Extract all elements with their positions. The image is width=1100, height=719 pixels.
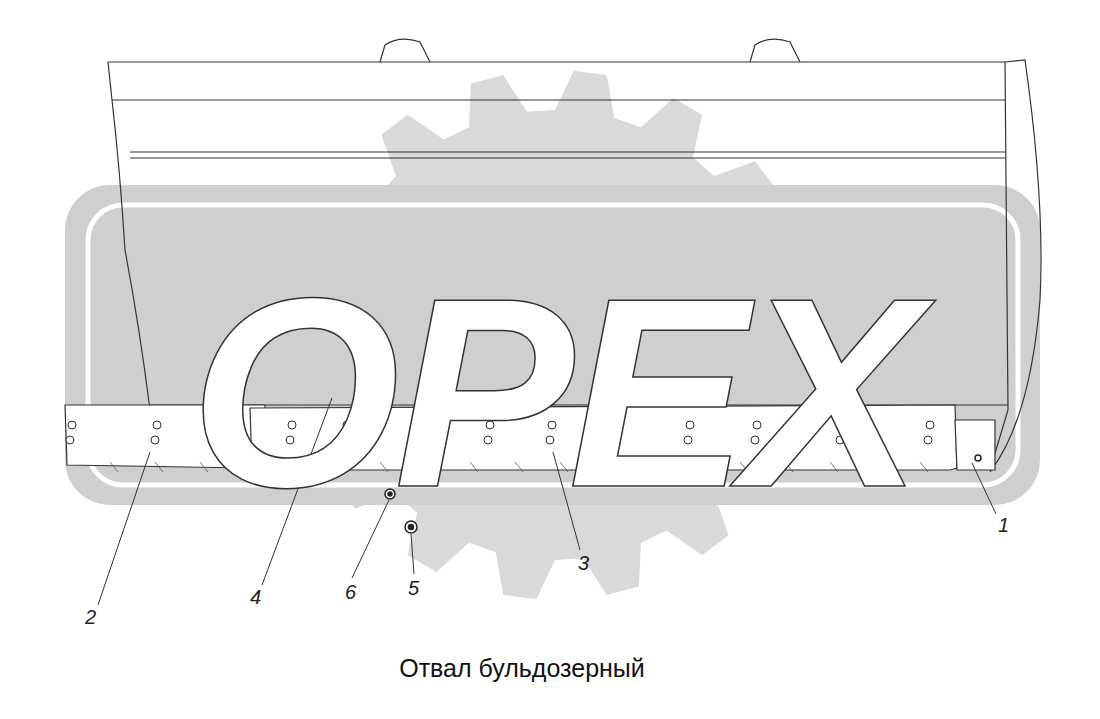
hatch-tick <box>155 462 163 472</box>
watermark: OPEX <box>190 258 916 528</box>
bolt <box>68 421 76 429</box>
callout-number: 6 <box>345 582 356 602</box>
callout-number: 4 <box>250 587 261 607</box>
callout-number: 5 <box>408 578 419 598</box>
bolt <box>66 436 74 444</box>
hatch-tick <box>110 462 118 472</box>
hatch-tick <box>920 462 928 472</box>
bolt <box>151 436 159 444</box>
callout-number: 1 <box>998 515 1009 535</box>
bolt <box>153 421 161 429</box>
callout-number: 3 <box>578 553 589 573</box>
bolt <box>924 436 932 444</box>
bolt <box>926 421 934 429</box>
callout-number: 2 <box>85 607 96 627</box>
caption: Отвал бульдозерный <box>399 656 645 681</box>
